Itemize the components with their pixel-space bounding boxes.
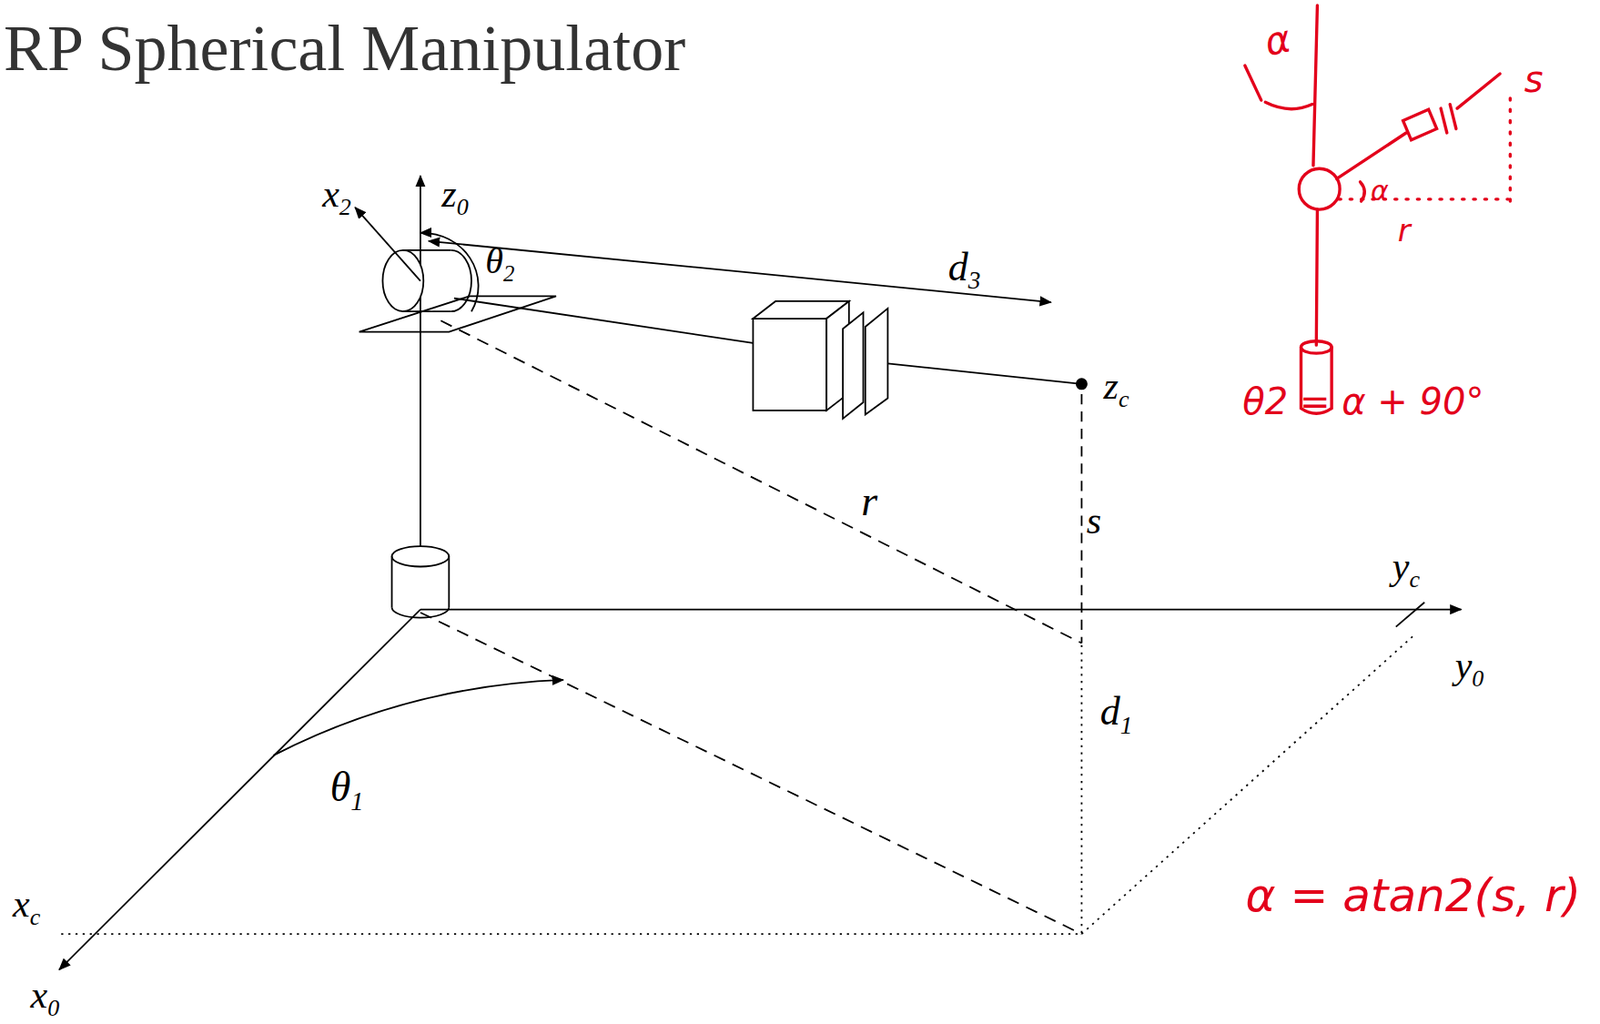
handwritten-note: θ2 = α + 90° xyxy=(1242,381,1484,422)
axis-label: θ2 xyxy=(485,241,515,282)
handwritten-note: r xyxy=(1397,213,1411,248)
handwritten-note: α xyxy=(1370,175,1389,206)
axis-label: s xyxy=(1086,499,1102,542)
slide-title: RP Spherical Manipulator xyxy=(3,12,686,85)
axis-label: xc xyxy=(12,882,41,925)
axis-label: yc xyxy=(1392,545,1420,588)
axis-label: x2 xyxy=(322,172,352,215)
axis-label: y0 xyxy=(1455,644,1485,687)
axis-label: d3 xyxy=(948,245,982,290)
axis-label: z0 xyxy=(441,172,468,215)
handwritten-note: α = atan2(s, r) xyxy=(1245,870,1581,922)
handwritten-note: α xyxy=(1260,17,1295,64)
handwritten-note: s xyxy=(1524,59,1544,100)
axis-label: θ1 xyxy=(330,764,365,811)
axis-label: d1 xyxy=(1100,689,1134,734)
axis-label: zc xyxy=(1103,364,1130,407)
axis-label: x0 xyxy=(30,973,60,1016)
axis-label: r xyxy=(860,478,878,526)
